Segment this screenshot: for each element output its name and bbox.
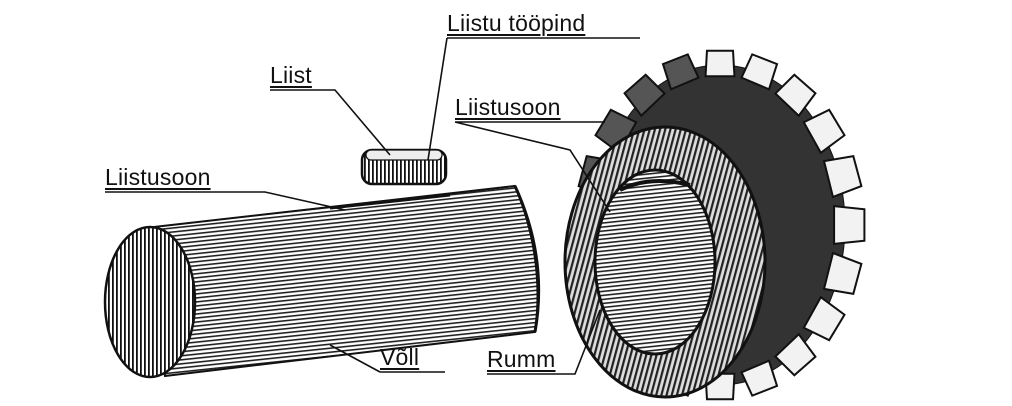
gear-tooth	[740, 53, 779, 91]
gear-tooth	[740, 359, 779, 397]
label-key: Liist	[270, 62, 312, 88]
leader-lines	[105, 37, 640, 375]
gear-tooth	[623, 73, 667, 118]
gear-tooth	[802, 108, 846, 155]
gear-tooth	[773, 73, 817, 118]
label-shaft: Võll	[380, 344, 420, 370]
shaft-keyway	[329, 193, 451, 210]
gear-tooth	[822, 251, 863, 295]
gear-tooth	[661, 53, 700, 91]
label-key-working-surface: Liistu tööpind	[447, 10, 586, 36]
gear-tooth	[704, 49, 736, 78]
gear-tooth	[773, 332, 817, 377]
gear-tooth	[594, 108, 638, 155]
gear-tooth	[833, 205, 866, 245]
label-keyway-hub: Liistusoon	[455, 94, 561, 120]
label-hub: Rumm	[487, 346, 556, 372]
gear-hub	[563, 125, 767, 399]
key	[360, 148, 448, 186]
gear-tooth	[822, 155, 863, 199]
gear-tooth	[802, 295, 846, 342]
shaft	[103, 184, 541, 379]
label-keyway-shaft: Liistusoon	[105, 164, 211, 190]
